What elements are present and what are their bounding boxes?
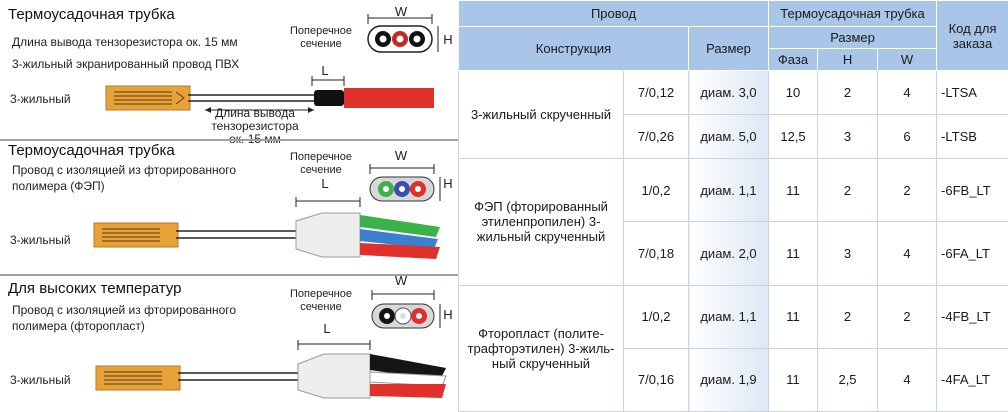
header-wire: Провод bbox=[457, 0, 770, 27]
header-construction: Конструкция bbox=[458, 26, 689, 71]
wire-cell: 7/0,26 bbox=[623, 114, 689, 159]
size-cell: диам. 3,0 bbox=[687, 70, 770, 115]
construction-cell: ФЭП (фторированный этиленпропилен) 3-жил… bbox=[458, 158, 624, 286]
size-cell: диам. 1,1 bbox=[687, 284, 770, 349]
section-fep: Термоусадочная трубка Провод с изоляцией… bbox=[0, 141, 458, 273]
h-cell: 2 bbox=[817, 157, 879, 223]
h-cell: 2 bbox=[817, 70, 879, 115]
table-row: 7/0,16 диам. 1,9 11 2,5 4 -4FA_LT bbox=[459, 347, 1008, 412]
strain-gauge-ptfe-illustration bbox=[95, 290, 447, 399]
table-row: 7/0,26 диам. 5,0 12,5 3 6 -LTSB bbox=[459, 114, 1008, 159]
section-title: Термоусадочная трубка bbox=[8, 6, 175, 23]
size-cell: диам. 5,0 bbox=[687, 114, 770, 159]
table-row: 7/0,18 диам. 2,0 11 3 4 -6FA_LT bbox=[459, 221, 1008, 286]
phase-cell: 11 bbox=[768, 284, 819, 349]
wire-label: 3-жильный bbox=[10, 92, 71, 106]
dim-h-label: H bbox=[443, 32, 453, 47]
section-title: Для высоких температур bbox=[8, 280, 182, 297]
construction-cell: 3-жильный скрученный bbox=[458, 70, 624, 159]
dim-l-label: L bbox=[321, 63, 329, 78]
header-w: W bbox=[877, 48, 938, 71]
section-desc-line2: 3-жильный экранированный провод ПВХ bbox=[12, 57, 240, 71]
strain-gauge-fep-illustration bbox=[93, 164, 441, 259]
h-cell: 2,5 bbox=[817, 347, 879, 412]
h-cell: 3 bbox=[817, 114, 879, 159]
section-shielded-pvc: Термоусадочная трубка Длина вывода тензо… bbox=[0, 0, 458, 146]
dim-w-label: W bbox=[394, 4, 408, 19]
wire-cell: 1/0,2 bbox=[623, 284, 689, 349]
section-desc-line2: полимера (фторопласт) bbox=[12, 319, 145, 333]
w-cell: 6 bbox=[877, 114, 938, 159]
phase-cell: 12,5 bbox=[768, 114, 819, 159]
header-phase: Фаза bbox=[768, 48, 819, 71]
dim-h-label: H bbox=[443, 176, 453, 191]
phase-cell: 11 bbox=[768, 157, 819, 223]
section-divider bbox=[0, 139, 458, 141]
section-desc-line1: Провод с изоляцией из фторированного bbox=[12, 303, 237, 317]
size-cell: диам. 2,0 bbox=[687, 221, 770, 286]
specifications-table: Провод Термоусадочная трубка Код для зак… bbox=[457, 0, 1008, 412]
wire-cell: 7/0,12 bbox=[623, 70, 689, 115]
phase-cell: 11 bbox=[768, 221, 819, 286]
construction-cell: Фторопласт (полите-трафторэтилен) 3-жиль… bbox=[458, 284, 624, 412]
header-h: H bbox=[817, 48, 879, 71]
table-row: Фторопласт (полите-трафторэтилен) 3-жиль… bbox=[458, 284, 1008, 412]
wire-cell: 7/0,18 bbox=[623, 221, 689, 286]
dim-w-label: W bbox=[394, 148, 408, 163]
dim-h-label: H bbox=[443, 307, 453, 322]
w-cell: 4 bbox=[877, 347, 938, 412]
h-cell: 2 bbox=[817, 284, 879, 349]
header-size: Размер bbox=[687, 26, 770, 71]
strain-gauge-shielded-illustration bbox=[105, 14, 439, 113]
w-cell: 2 bbox=[877, 284, 938, 349]
order-code-cell: -6FB_LT bbox=[936, 157, 1008, 223]
order-code-cell: -4FB_LT bbox=[936, 284, 1008, 349]
dim-w-label: W bbox=[394, 273, 408, 288]
table-row: ФЭП (фторированный этиленпропилен) 3-жил… bbox=[458, 157, 1008, 286]
w-cell: 2 bbox=[877, 157, 938, 223]
size-cell: диам. 1,1 bbox=[687, 157, 770, 223]
phase-cell: 10 bbox=[768, 70, 819, 115]
section-ptfe: Для высоких температур Провод с изоляцие… bbox=[0, 273, 458, 412]
h-cell: 3 bbox=[817, 221, 879, 286]
order-code-cell: -LTSB bbox=[936, 114, 1008, 159]
w-cell: 4 bbox=[877, 70, 938, 115]
dim-l-label: L bbox=[323, 321, 331, 336]
phase-cell: 11 bbox=[768, 347, 819, 412]
header-heat-shrink-tube: Термоусадочная трубка bbox=[768, 0, 938, 27]
header-order-code: Код для заказа bbox=[936, 0, 1008, 71]
table-row: 3-жильный скрученный 7/0,12 диам. 3,0 10… bbox=[458, 70, 1008, 159]
illustration-column: Термоусадочная трубка Длина вывода тензо… bbox=[0, 0, 458, 412]
section-desc-line2: полимера (ФЭП) bbox=[12, 179, 105, 193]
wire-cell: 7/0,16 bbox=[623, 347, 689, 412]
dim-l-label: L bbox=[321, 176, 329, 191]
section-divider bbox=[0, 274, 458, 276]
section-title: Термоусадочная трубка bbox=[8, 142, 175, 159]
order-code-cell: -6FA_LT bbox=[936, 221, 1008, 286]
order-code-cell: -4FA_LT bbox=[936, 347, 1008, 412]
wire-label: 3-жильный bbox=[10, 373, 71, 387]
wire-cell: 1/0,2 bbox=[623, 157, 689, 223]
section-desc-line1: Длина вывода тензорезистора ок. 15 мм bbox=[12, 35, 238, 49]
section-desc-line1: Провод с изоляцией из фторированного bbox=[12, 163, 237, 177]
header-tube-size: Размер bbox=[768, 26, 938, 49]
w-cell: 4 bbox=[877, 221, 938, 286]
size-cell: диам. 1,9 bbox=[687, 347, 770, 412]
wire-label: 3-жильный bbox=[10, 233, 71, 247]
order-code-cell: -LTSA bbox=[936, 70, 1008, 115]
